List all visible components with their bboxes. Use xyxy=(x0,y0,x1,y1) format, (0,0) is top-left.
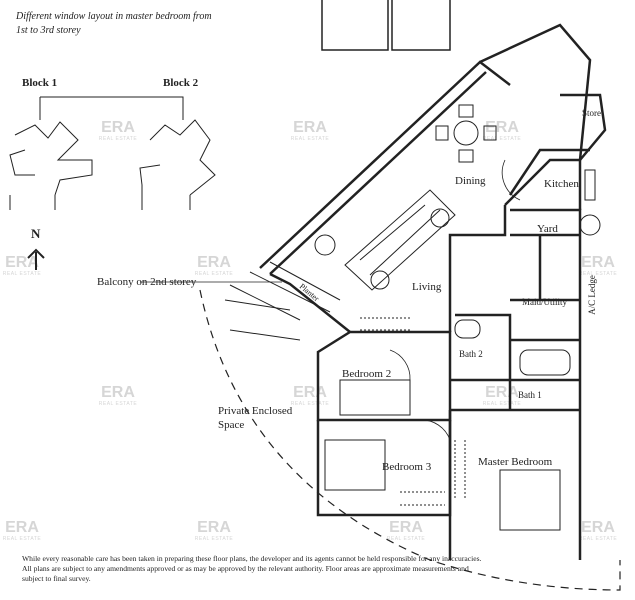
room-kitchen: Kitchen xyxy=(544,178,579,190)
upper-plan-fragment xyxy=(321,0,451,51)
room-bath1: Bath 1 xyxy=(518,390,542,400)
walls xyxy=(259,23,607,560)
room-master-bedroom: Master Bedroom xyxy=(478,456,553,468)
north-arrow-icon xyxy=(27,248,45,270)
note-window-layout: Different window layout in master bedroo… xyxy=(16,11,212,36)
private-enclosed-space-boundary xyxy=(199,289,621,591)
balcony-label: Balcony on 2nd storey xyxy=(97,276,197,288)
room-bedroom2: Bedroom 2 xyxy=(342,368,392,380)
north-label: N xyxy=(31,226,41,241)
room-yard: Yard xyxy=(537,223,558,235)
block2-label: Block 2 xyxy=(163,77,199,89)
disclaimer: While every reasonable care has been tak… xyxy=(22,554,482,583)
room-bath2: Bath 2 xyxy=(459,349,483,359)
block1-label: Block 1 xyxy=(22,77,58,89)
room-bedroom3: Bedroom 3 xyxy=(382,461,432,473)
balcony xyxy=(224,261,341,341)
room-private-enclosed-space: Private Enclosed Space xyxy=(218,405,293,431)
room-maid-utility: Maid/Utility xyxy=(522,297,567,307)
room-store: Store xyxy=(582,108,601,118)
furniture xyxy=(314,104,601,531)
key-plan xyxy=(9,96,216,210)
room-ac-ledge: A/C Ledge xyxy=(586,275,597,315)
room-living: Living xyxy=(412,281,442,293)
room-dining: Dining xyxy=(455,175,486,187)
doors xyxy=(389,159,521,441)
